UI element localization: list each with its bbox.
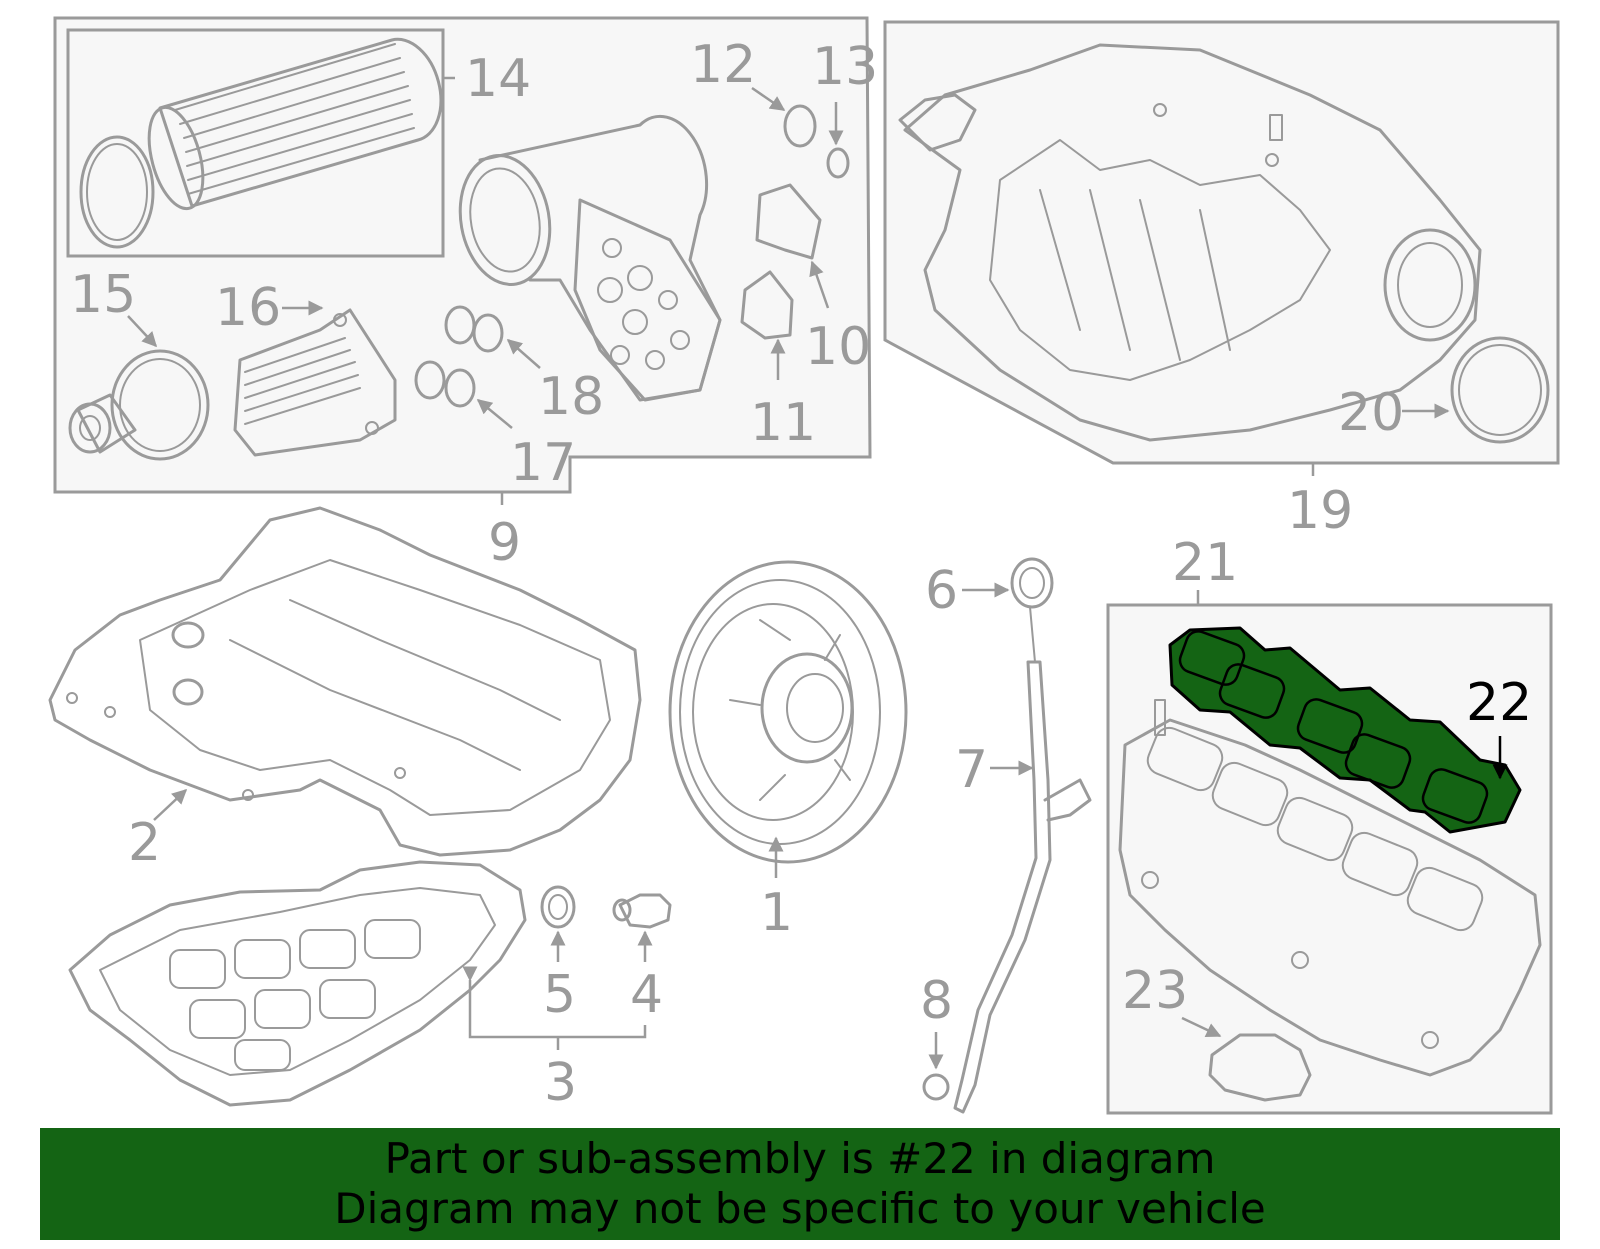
lower-oil-pan-icon xyxy=(68,860,527,1107)
label-4: 4 xyxy=(630,965,663,1025)
upper-intake-manifold-icon xyxy=(898,43,1482,442)
o-ring-13-icon xyxy=(826,147,850,179)
notice-line-1: Part or sub-assembly is #22 in diagram xyxy=(384,1134,1216,1183)
label-7: 7 xyxy=(955,740,988,800)
cover-seal-10-icon xyxy=(755,183,822,260)
label-22-highlighted: 22 xyxy=(1466,673,1532,733)
part-labels: 1 2 3 4 5 6 7 8 9 10 11 12 13 14 15 16 1… xyxy=(70,35,1532,1113)
label-5: 5 xyxy=(543,965,576,1025)
seal-pair-17-icon xyxy=(414,360,476,408)
oil-filter-housing-icon xyxy=(458,114,722,402)
upper-intake-manifold-group xyxy=(883,20,1560,476)
label-3: 3 xyxy=(544,1053,577,1113)
label-9: 9 xyxy=(488,513,521,573)
oil-filter-element-icon xyxy=(79,37,443,249)
label-10: 10 xyxy=(805,317,871,377)
drain-plug-4-icon xyxy=(612,893,672,929)
upper-oil-pan-icon xyxy=(48,506,642,857)
label-16: 16 xyxy=(215,278,281,338)
label-17: 17 xyxy=(510,433,576,493)
label-1: 1 xyxy=(760,883,793,943)
dipstick-icon xyxy=(1010,557,1054,663)
notice-line-2: Diagram may not be specific to your vehi… xyxy=(334,1184,1266,1233)
label-8: 8 xyxy=(920,971,953,1031)
notice-banner: Part or sub-assembly is #22 in diagram D… xyxy=(40,1128,1560,1240)
oil-filter-cap-icon xyxy=(68,349,210,461)
label-15: 15 xyxy=(70,265,136,325)
label-14: 14 xyxy=(465,49,531,109)
label-23: 23 xyxy=(1122,961,1188,1021)
seal-pair-18-icon xyxy=(444,305,504,353)
label-19: 19 xyxy=(1287,481,1353,541)
o-ring-12-icon xyxy=(783,104,817,148)
oil-filter-housing-group xyxy=(53,16,872,505)
label-21: 21 xyxy=(1172,533,1238,593)
lower-intake-manifold-group xyxy=(1106,590,1553,1115)
label-2: 2 xyxy=(128,813,161,873)
label-12: 12 xyxy=(690,35,756,95)
lower-intake-manifold-icon xyxy=(1118,699,1542,1077)
label-18: 18 xyxy=(538,367,604,427)
oil-cooler-icon xyxy=(233,308,397,457)
crankshaft-pulley-icon xyxy=(668,560,908,864)
o-ring-8-icon xyxy=(922,1073,950,1101)
label-11: 11 xyxy=(750,393,816,453)
throttle-gasket-20-icon xyxy=(1450,336,1550,444)
dipstick-tube-icon xyxy=(953,660,1092,1114)
gasket-23-icon xyxy=(1208,1033,1312,1102)
label-13: 13 xyxy=(812,37,878,97)
cover-seal-11-icon xyxy=(740,270,794,340)
washer-5-icon xyxy=(540,885,576,929)
label-6: 6 xyxy=(925,561,958,621)
label-20: 20 xyxy=(1338,383,1404,443)
intake-manifold-gasket-22-highlighted xyxy=(1168,626,1522,834)
